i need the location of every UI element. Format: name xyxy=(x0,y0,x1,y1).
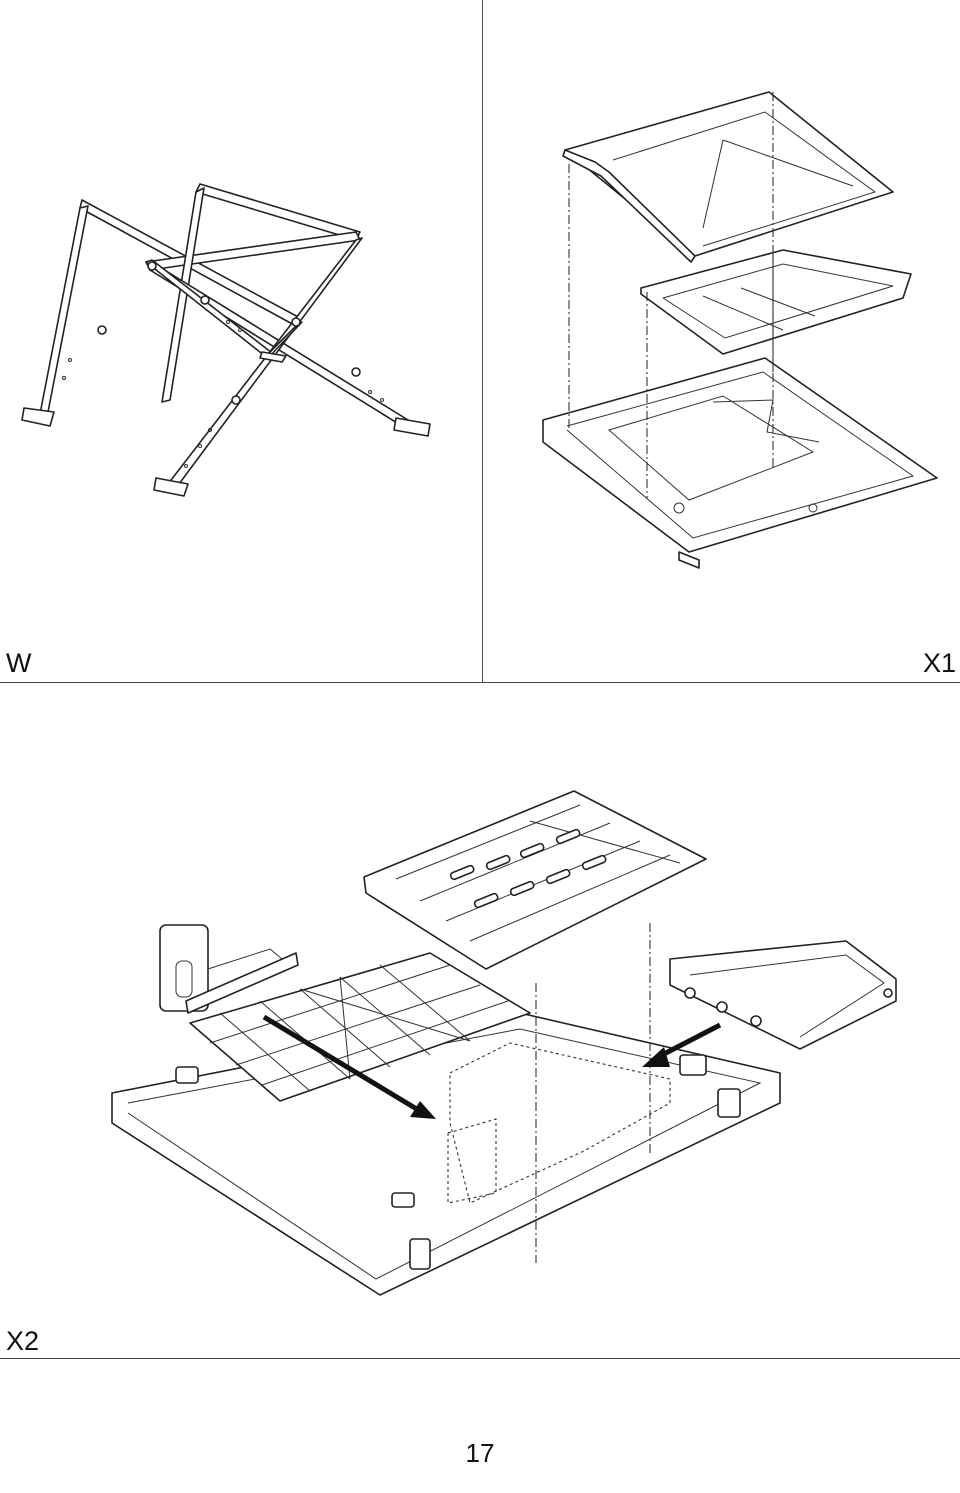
panel-divider-top xyxy=(0,682,960,683)
figure-label-w: W xyxy=(6,648,32,678)
figure-x1: X1 xyxy=(483,0,960,682)
folding-stand-illustration xyxy=(21,183,431,497)
figure-x2: X2 xyxy=(0,683,960,1358)
page-number: 17 xyxy=(465,1438,495,1468)
panel-divider-bottom xyxy=(0,1358,960,1359)
base-assembly-illustration xyxy=(111,790,897,1296)
figure-label-x1: X1 xyxy=(923,648,957,678)
figure-label-x2: X2 xyxy=(6,1326,40,1356)
tray-assembly-illustration xyxy=(542,91,938,569)
figure-w: W xyxy=(0,0,482,682)
water-tank xyxy=(159,924,209,1012)
panel-divider-vertical xyxy=(482,0,483,682)
